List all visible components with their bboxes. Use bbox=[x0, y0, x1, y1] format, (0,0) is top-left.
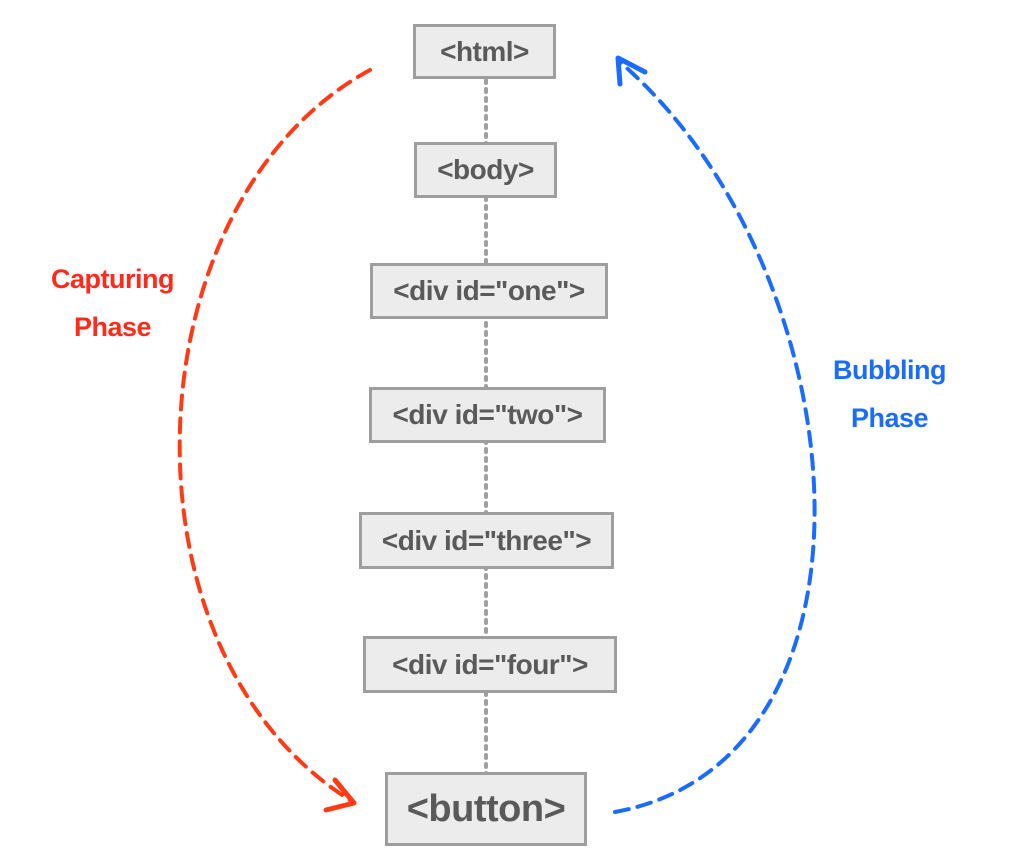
bubbling-arrowhead-icon bbox=[615, 55, 648, 87]
capturing-phase-label: Capturing Phase bbox=[30, 255, 195, 351]
node-div-four: <div id="four"> bbox=[363, 636, 617, 693]
node-div-three: <div id="three"> bbox=[359, 512, 614, 569]
capturing-arrowhead-icon bbox=[323, 777, 357, 813]
capturing-label-line2: Phase bbox=[73, 312, 152, 342]
bubbling-label-line2: Phase bbox=[850, 403, 929, 433]
capturing-label-line1: Capturing bbox=[51, 264, 175, 294]
node-div-two: <div id="two"> bbox=[369, 387, 606, 443]
node-div-one: <div id="one"> bbox=[370, 263, 608, 319]
bubbling-label-line1: Bubbling bbox=[833, 355, 946, 385]
node-html: <html> bbox=[413, 24, 556, 79]
node-button: <button> bbox=[385, 772, 587, 846]
node-body: <body> bbox=[414, 142, 557, 198]
bubbling-phase-label: Bubbling Phase bbox=[812, 346, 967, 442]
capturing-arrow bbox=[177, 68, 372, 802]
bubbling-arrow bbox=[613, 60, 817, 814]
